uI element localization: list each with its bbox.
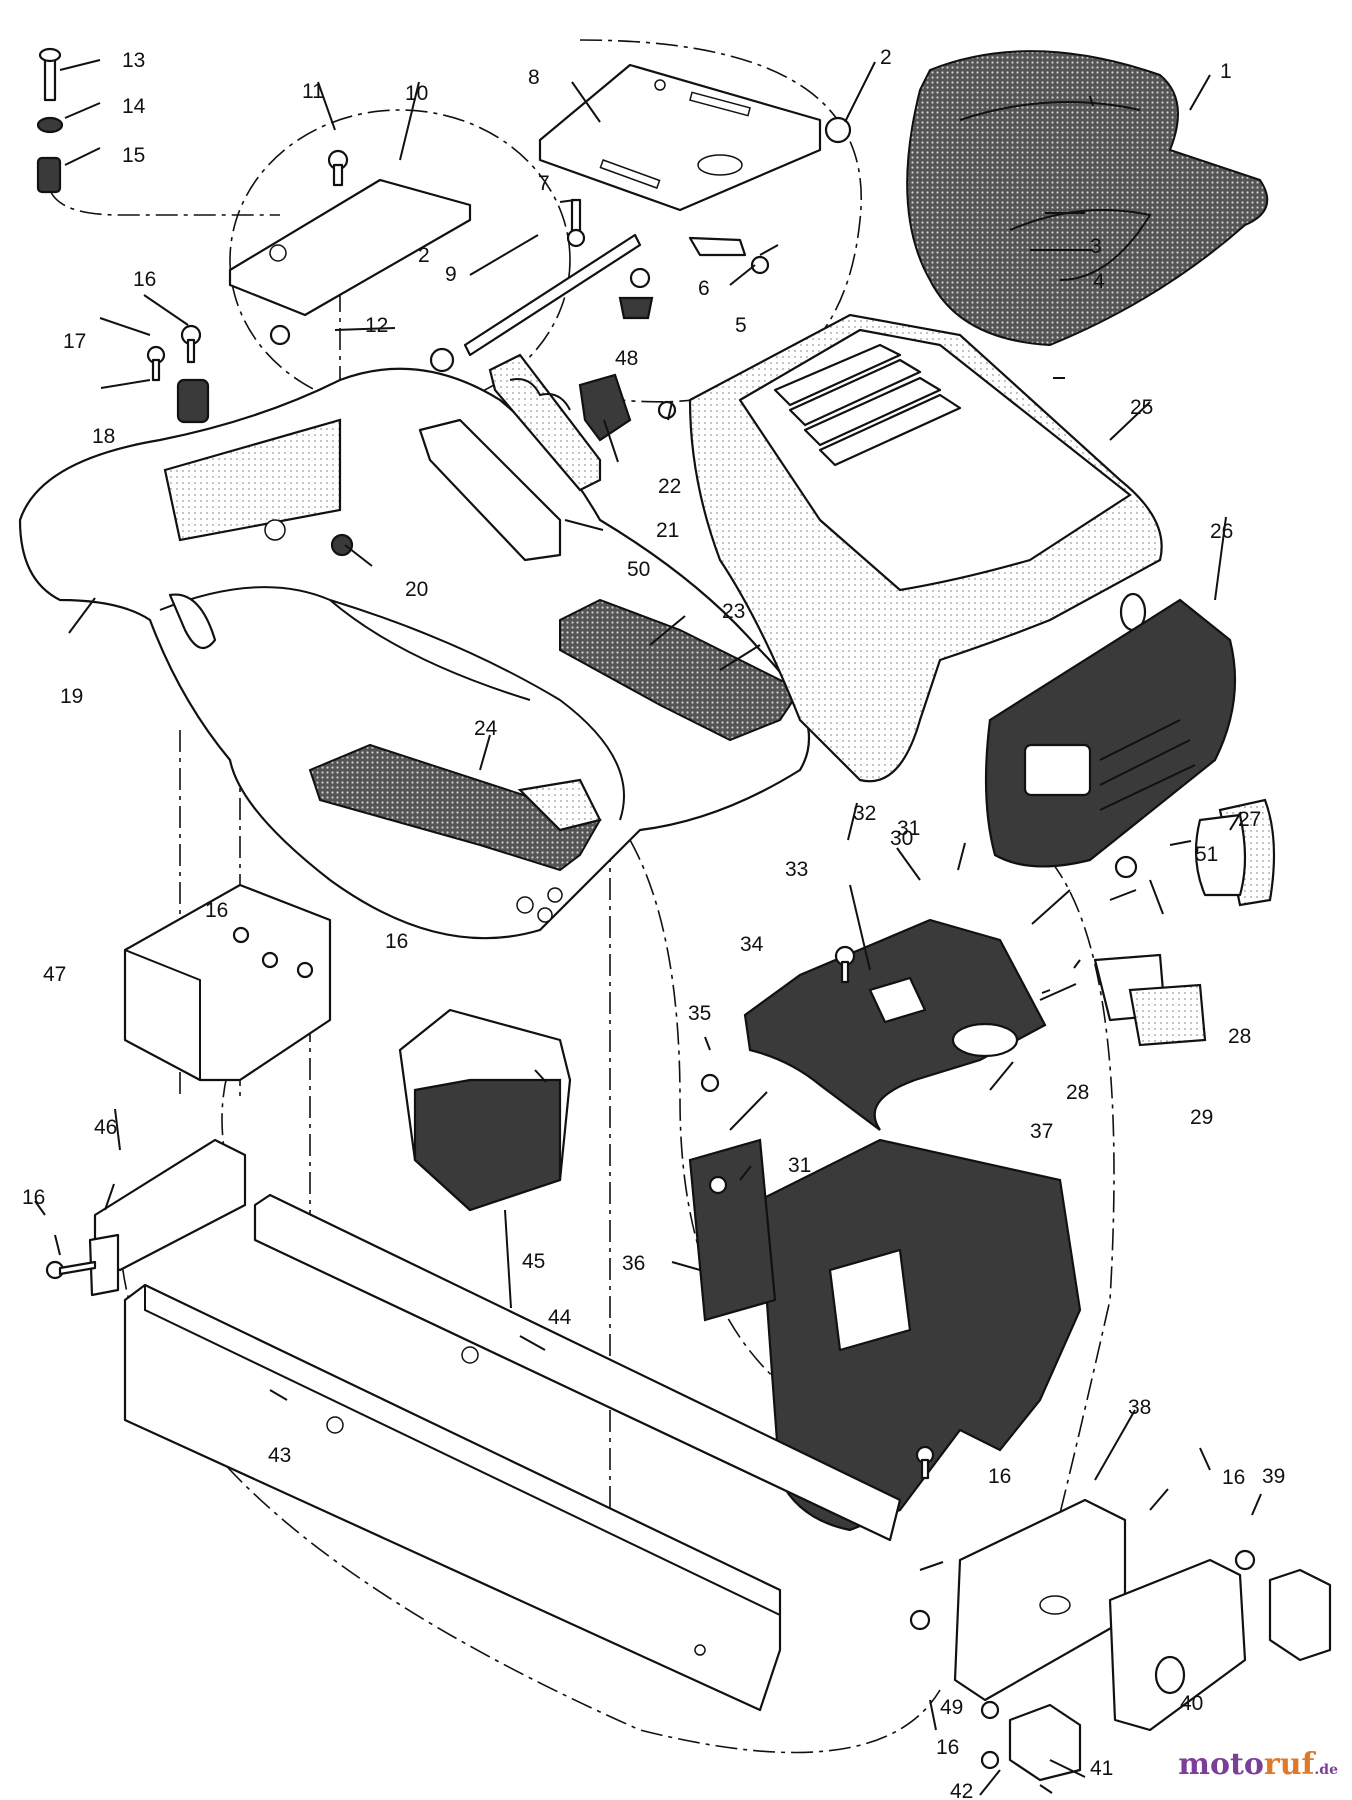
- callout-39: 39: [1262, 1465, 1285, 1488]
- watermark-part2: ruf: [1263, 1747, 1315, 1782]
- callout-51: 51: [1195, 843, 1218, 866]
- callout-16b: 16: [205, 899, 228, 922]
- callout-45: 45: [522, 1250, 545, 1273]
- callout-16f: 16: [1222, 1466, 1245, 1489]
- callout-5: 5: [735, 314, 747, 337]
- callout-31a: 31: [897, 817, 920, 840]
- part-frame-rails: [123, 1193, 902, 1712]
- callout-labels: 1 2 2 3 4 5 6 7 8 9 10 11 12 13 14 15 16…: [22, 46, 1285, 1800]
- part-bracket-47: [123, 883, 332, 1082]
- part-bracket-46: [45, 1138, 247, 1297]
- callout-47: 47: [43, 963, 66, 986]
- callout-44: 44: [548, 1306, 572, 1329]
- callout-22: 22: [658, 475, 681, 498]
- part-lights: [936, 798, 1276, 1047]
- callout-27: 27: [1238, 808, 1261, 831]
- callout-2a: 2: [880, 46, 892, 69]
- callout-32: 32: [853, 802, 876, 825]
- callout-46: 46: [94, 1116, 117, 1139]
- callout-2b: 2: [418, 244, 430, 267]
- callout-13: 13: [122, 49, 145, 72]
- callout-12: 12: [365, 314, 388, 337]
- callout-4: 4: [1093, 270, 1105, 293]
- part-grille: [984, 598, 1237, 868]
- callout-26: 26: [1210, 520, 1233, 543]
- callout-23: 23: [722, 600, 745, 623]
- callout-3: 3: [1090, 235, 1102, 258]
- callout-48: 48: [615, 347, 638, 370]
- callout-28a: 28: [1228, 1025, 1251, 1048]
- callout-1: 1: [1220, 60, 1232, 83]
- callout-37: 37: [1030, 1120, 1053, 1143]
- callout-16d: 16: [22, 1186, 45, 1209]
- callout-28b: 28: [1066, 1081, 1089, 1104]
- part-front-plates: [909, 1498, 1332, 1782]
- part-seat: [906, 50, 1269, 347]
- callout-20: 20: [405, 578, 428, 601]
- callout-21: 21: [656, 519, 679, 542]
- callout-6: 6: [698, 277, 710, 300]
- callout-9: 9: [445, 263, 457, 286]
- callout-25: 25: [1130, 396, 1153, 419]
- callout-35: 35: [688, 1002, 711, 1025]
- part-lower-console: [688, 1138, 1082, 1532]
- callout-14: 14: [122, 95, 146, 118]
- callout-36: 36: [622, 1252, 645, 1275]
- callout-11: 11: [302, 80, 324, 103]
- callout-24: 24: [474, 717, 498, 740]
- callout-16c: 16: [385, 930, 408, 953]
- callout-30: 30: [890, 827, 913, 850]
- watermark-part1: moto: [1178, 1747, 1264, 1782]
- callout-17: 17: [63, 330, 86, 353]
- callout-43: 43: [268, 1444, 291, 1467]
- callout-42: 42: [950, 1780, 973, 1800]
- callout-41: 41: [1090, 1757, 1113, 1780]
- callout-10: 10: [405, 82, 428, 105]
- part-dash-panel: [700, 918, 1047, 1131]
- callout-15: 15: [122, 144, 145, 167]
- part-mats: [308, 598, 802, 872]
- callout-31b: 31: [788, 1154, 811, 1177]
- callout-19: 19: [60, 685, 83, 708]
- callout-38: 38: [1128, 1396, 1151, 1419]
- callout-50: 50: [627, 558, 650, 581]
- callout-49: 49: [940, 1696, 963, 1719]
- watermark-part3: .de: [1314, 1762, 1338, 1778]
- callout-8: 8: [528, 66, 540, 89]
- callout-16g: 16: [936, 1736, 959, 1759]
- watermark-logo: motoruf.de: [1178, 1747, 1338, 1782]
- part-fender: [18, 367, 811, 940]
- part-seat-plate: [538, 63, 822, 212]
- part-battery-box: [398, 1008, 572, 1212]
- callout-16a: 16: [133, 268, 156, 291]
- callout-33: 33: [785, 858, 808, 881]
- callout-40: 40: [1180, 1692, 1203, 1715]
- callout-16e: 16: [988, 1465, 1011, 1488]
- part-bracket-10: [36, 47, 472, 424]
- part-shift-plate: [418, 353, 632, 562]
- leader-lines: [34, 59, 1262, 1796]
- callout-34: 34: [740, 933, 764, 956]
- callout-29: 29: [1190, 1106, 1213, 1129]
- callout-18: 18: [92, 425, 115, 448]
- callout-7: 7: [538, 172, 550, 195]
